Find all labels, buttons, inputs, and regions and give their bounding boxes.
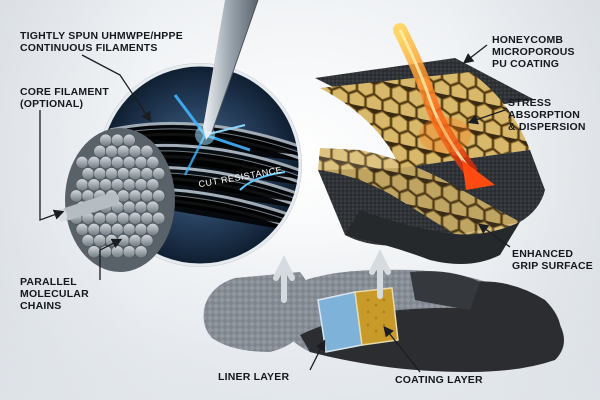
fiber-end	[122, 200, 136, 214]
fiber-end	[87, 222, 101, 237]
fiber-end	[104, 167, 119, 181]
fiber-end	[93, 144, 107, 158]
fiber-end	[93, 211, 107, 225]
fiber-end	[99, 133, 113, 147]
fiber-end	[140, 167, 154, 181]
label-filaments: TIGHTLY SPUN UHMWPE/HPPE CONTINUOUS FILA…	[20, 30, 183, 54]
fiber-end	[116, 167, 130, 181]
fiber-end	[116, 211, 130, 225]
fiber-end	[152, 167, 166, 181]
glove	[203, 269, 564, 372]
label-liner: LINER LAYER	[218, 371, 290, 383]
core-rod	[61, 192, 120, 221]
fiber-end	[140, 144, 154, 158]
fiber-end	[140, 211, 154, 225]
fiber-end	[146, 200, 160, 214]
fiber-end	[134, 155, 148, 170]
fiber-end	[122, 155, 136, 170]
fiber-end	[87, 245, 101, 259]
label-honeycomb: HONEYCOMB MICROPOROUS PU COATING	[492, 34, 575, 70]
label-parallel: PARALLEL MOLECULAR CHAINS	[20, 276, 89, 312]
fiber-end	[104, 211, 119, 225]
label-grip: ENHANCED GRIP SURFACE	[512, 248, 593, 272]
fiber-end	[104, 144, 119, 158]
fiber-end	[110, 155, 124, 170]
fiber-end	[69, 189, 83, 203]
fiber-end	[146, 155, 160, 170]
fiber-end	[110, 178, 124, 192]
fiber-end	[152, 211, 166, 225]
fiber-end	[146, 178, 160, 192]
fiber-end	[110, 245, 124, 259]
fiber-bundle	[56, 128, 175, 272]
honeycomb-block	[315, 23, 545, 264]
fiber-end	[134, 200, 148, 214]
pointer-arrows-up	[273, 249, 391, 303]
fiber-end	[146, 222, 160, 237]
label-stress: STRESS ABSORPTION & DISPERSION	[508, 97, 586, 133]
fiber-end	[128, 211, 142, 225]
fiber-end	[75, 178, 89, 192]
fiber-end	[128, 167, 142, 181]
fiber-end	[99, 178, 113, 192]
fiber-end	[122, 222, 136, 237]
fiber-end	[99, 222, 113, 237]
label-coating: COATING LAYER	[395, 374, 483, 386]
fiber-end	[93, 234, 107, 248]
fiber-end	[110, 133, 124, 147]
fiber-end	[87, 178, 101, 192]
fiber-end	[134, 222, 148, 237]
fiber-end	[75, 155, 89, 170]
fiber-end	[134, 245, 148, 259]
label-core: CORE FILAMENT (OPTIONAL)	[20, 86, 109, 110]
fiber-end	[110, 222, 124, 237]
fiber-end	[81, 234, 95, 248]
fiber-end	[99, 155, 113, 170]
fiber-end	[128, 234, 142, 248]
blade	[203, 0, 259, 140]
fiber-end	[81, 167, 95, 181]
fiber-end	[128, 144, 142, 158]
fiber-end	[128, 189, 142, 203]
fiber-end	[152, 189, 166, 203]
fiber-end	[87, 155, 101, 170]
fiber-end	[140, 189, 154, 203]
fiber-end	[75, 222, 89, 237]
fiber-end	[134, 178, 148, 192]
fiber-end	[93, 167, 107, 181]
fiber-end	[122, 133, 136, 147]
leader-lines	[39, 44, 511, 373]
fiber-end	[122, 178, 136, 192]
fiber-end	[116, 144, 130, 158]
fiber-end	[122, 245, 136, 259]
fiber-end	[140, 234, 154, 248]
liner-cutaway	[317, 291, 363, 353]
